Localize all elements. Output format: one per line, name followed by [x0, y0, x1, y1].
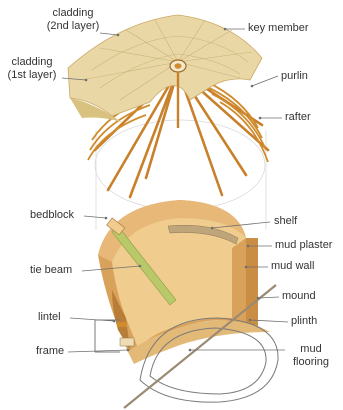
label-mud-flooring-line1: mud [285, 343, 337, 356]
label-cladding-1st-line2: (1st layer) [0, 69, 64, 82]
label-lintel: lintel [38, 311, 61, 324]
label-cladding-2nd-line2: (2nd layer) [38, 20, 108, 33]
label-key-member: key member [248, 22, 309, 35]
key-member [170, 60, 186, 72]
door-lintel [117, 322, 127, 327]
label-cladding-1st-layer: cladding (1st layer) [0, 56, 64, 82]
label-plinth: plinth [291, 315, 317, 328]
label-bedblock: bedblock [30, 209, 74, 222]
label-mud-plaster: mud plaster [275, 239, 332, 252]
label-shelf: shelf [274, 215, 297, 228]
roof [68, 15, 268, 197]
label-purlin: purlin [281, 70, 308, 83]
label-tie-beam: tie beam [30, 264, 72, 277]
door-frame [120, 338, 134, 346]
label-mound: mound [282, 290, 316, 303]
plinth-step [95, 320, 120, 352]
label-mud-flooring: mud flooring [285, 343, 337, 369]
label-rafter: rafter [285, 111, 311, 124]
label-frame: frame [36, 345, 64, 358]
label-mud-flooring-line2: flooring [285, 356, 337, 369]
label-mud-wall: mud wall [271, 260, 314, 273]
label-cladding-2nd-line1: cladding [38, 7, 108, 20]
label-cladding-1st-line1: cladding [0, 56, 64, 69]
mud-wall-face [246, 238, 258, 326]
label-cladding-2nd-layer: cladding (2nd layer) [38, 7, 108, 33]
